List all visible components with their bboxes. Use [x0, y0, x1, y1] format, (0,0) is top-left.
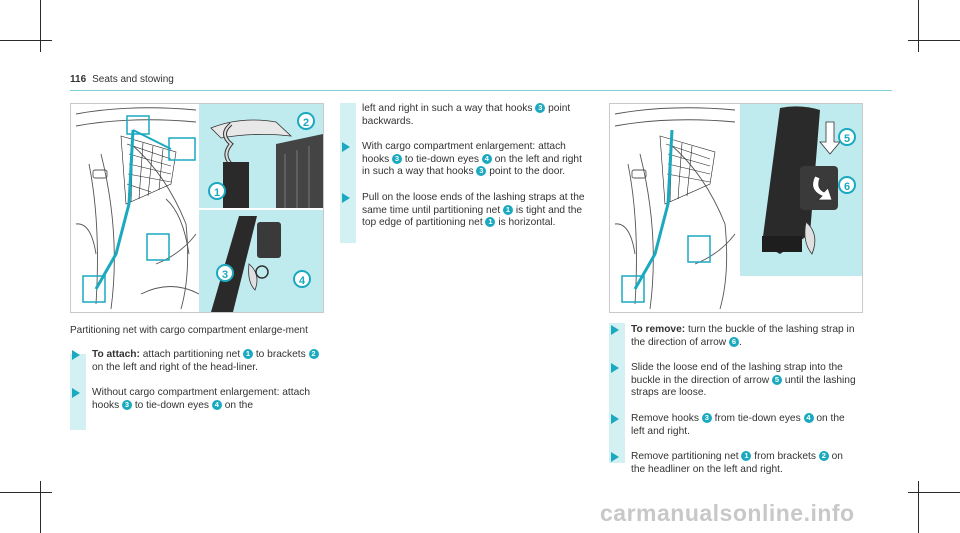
- step-text: left and right in such a way that hooks: [362, 103, 536, 114]
- ref-number: 4: [803, 412, 814, 423]
- step-text: point backwards.: [362, 103, 571, 127]
- step-pull-straps: Pull on the loose ends of the lashing st…: [340, 192, 590, 230]
- callout-3: 3: [216, 264, 234, 282]
- step-slide-end: Slide the loose end of the lashing strap…: [609, 362, 859, 400]
- step-text: on the left and right of the head-liner.: [92, 361, 258, 373]
- crop-mark: [0, 40, 52, 41]
- step-remove-net: Remove partitioning net 1 from brackets …: [609, 451, 859, 476]
- step-text: is tight and the top edge of partitionin…: [362, 204, 583, 229]
- step-text: point to the door.: [486, 166, 566, 178]
- ref-number: 3: [701, 412, 712, 423]
- callout-1: 1: [208, 182, 226, 200]
- step-text: Remove hooks: [631, 412, 702, 424]
- crop-mark: [40, 481, 41, 533]
- step-text: Slide the loose end of the lashing strap…: [631, 362, 843, 386]
- step-text: from brackets: [751, 451, 819, 463]
- step-label: To attach:: [92, 349, 140, 360]
- crop-mark: [40, 0, 41, 52]
- header-rule: [70, 90, 892, 91]
- ref-number: 1: [503, 204, 513, 215]
- crop-mark: [908, 40, 960, 41]
- page-header: 116 Seats and stowing: [70, 74, 174, 85]
- step-without-enlargement: Without cargo compartment enlargement: a…: [70, 387, 320, 412]
- ref-number: 3: [476, 166, 487, 177]
- step-arrow-icon: [342, 192, 350, 203]
- step-text: turn the buckle of the lashing strap in …: [631, 324, 855, 348]
- ref-number: 3: [535, 103, 546, 113]
- step-text: is horizontal.: [495, 217, 556, 229]
- step-text: on the left and right.: [631, 412, 845, 437]
- step-text: .: [738, 336, 742, 348]
- ref-number: 2: [818, 451, 829, 462]
- crop-mark: [918, 481, 919, 533]
- step-arrow-icon: [611, 452, 619, 463]
- step-text: until the lashing straps are loose.: [631, 374, 856, 399]
- step-arrow-icon: [342, 142, 350, 153]
- callout-5: 5: [838, 128, 856, 146]
- section-title: Seats and stowing: [92, 74, 174, 85]
- ref-number: 3: [122, 399, 133, 410]
- step-remove-hooks: Remove hooks 3 from tie-down eyes 4 on t…: [609, 412, 859, 438]
- figure-lashing-strap: 5 6: [609, 103, 863, 313]
- page-number: 116: [70, 74, 87, 85]
- ref-number: 4: [481, 153, 492, 164]
- figure-illustration: [75, 104, 323, 312]
- ref-number: 5: [772, 374, 782, 385]
- step-attach: To attach: attach partitioning net 1 to …: [70, 349, 320, 374]
- step-text: to tie-down eyes: [132, 399, 212, 411]
- ref-number: 1: [485, 217, 496, 228]
- step-text: to tie-down eyes: [402, 153, 482, 165]
- crop-mark: [908, 492, 960, 493]
- column-2: left and right in such a way that hooks …: [340, 103, 590, 243]
- step-text: on the headliner on the left and right.: [631, 451, 843, 475]
- ref-number: 1: [741, 451, 752, 462]
- instruction-bar: [340, 103, 356, 243]
- ref-number: 2: [308, 349, 319, 359]
- step-text: attach partitioning net: [139, 349, 243, 360]
- ref-number: 6: [728, 336, 739, 347]
- callout-6: 6: [838, 176, 856, 194]
- step-text: on the left and right in such a way that…: [362, 153, 582, 178]
- step-text: to brackets: [253, 349, 309, 360]
- callout-4: 4: [293, 270, 311, 288]
- step-text: on the: [221, 399, 254, 411]
- figure-illustration: [614, 104, 862, 310]
- instruction-bar: [609, 323, 625, 463]
- step-arrow-icon: [611, 325, 619, 335]
- step-text: With cargo compartment enlargement: atta…: [362, 141, 566, 165]
- column-1: Partitioning net with cargo compartment …: [70, 325, 320, 425]
- step-continued: left and right in such a way that hooks …: [340, 103, 590, 128]
- callout-2: 2: [297, 112, 315, 130]
- figure-partitioning-net: 1 2 3 4: [70, 103, 324, 313]
- step-text: Remove partitioning net: [631, 451, 742, 463]
- step-arrow-icon: [611, 363, 619, 374]
- ref-number: 3: [392, 153, 403, 164]
- step-text: Without cargo compartment enlargement: a…: [92, 387, 311, 411]
- column-3: To remove: turn the buckle of the lashin…: [609, 324, 859, 489]
- figure-caption: Partitioning net with cargo compartment …: [70, 325, 308, 336]
- step-text: from tie-down eyes: [711, 412, 804, 424]
- crop-mark: [0, 492, 52, 493]
- ref-number: 1: [243, 349, 253, 359]
- step-arrow-icon: [72, 350, 80, 360]
- step-arrow-icon: [72, 388, 80, 399]
- step-arrow-icon: [611, 413, 619, 424]
- crop-mark: [918, 0, 919, 52]
- step-text: Pull on the loose ends of the lashing st…: [362, 191, 585, 216]
- step-with-enlargement: With cargo compartment enlargement: atta…: [340, 141, 590, 179]
- step-label: To remove:: [631, 324, 686, 335]
- watermark: carmanualsonline.info: [600, 500, 855, 526]
- step-remove: To remove: turn the buckle of the lashin…: [609, 324, 859, 349]
- ref-number: 4: [211, 399, 222, 410]
